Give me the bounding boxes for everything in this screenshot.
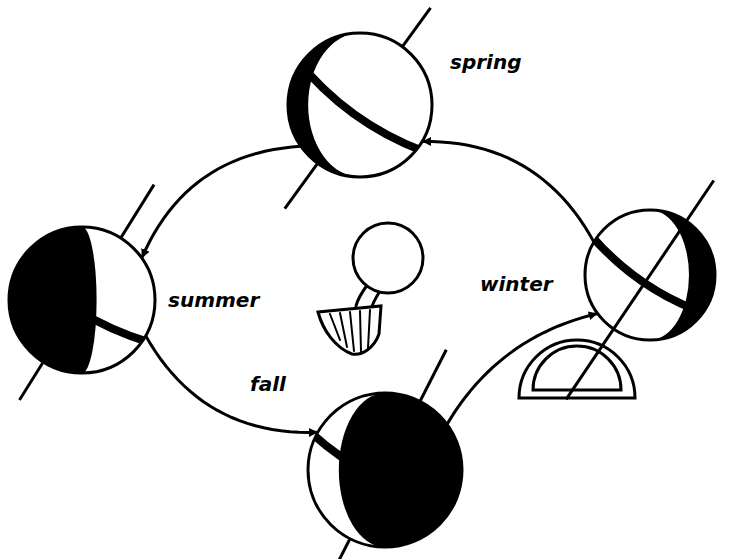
globe-outline (288, 33, 432, 177)
equator-band (310, 432, 461, 509)
orbit-arrow (447, 314, 598, 425)
globe-outline (308, 393, 462, 547)
equator-band (14, 257, 150, 342)
orbit-arrow (422, 141, 594, 242)
globe: summer (9, 227, 155, 373)
night-side (288, 33, 360, 177)
globe-drawing (9, 227, 155, 373)
equator-band (591, 235, 710, 315)
season-label: fall (250, 372, 286, 396)
season-label: winter (480, 272, 553, 296)
night-side (650, 210, 715, 340)
protractor (519, 340, 635, 398)
season-label: summer (168, 288, 259, 312)
globe-drawing (585, 210, 715, 340)
globe-fill (308, 393, 462, 547)
globe: spring (288, 33, 432, 177)
globe-fill (9, 227, 155, 373)
orbit-arrow (146, 336, 318, 433)
globe-fill (288, 33, 432, 177)
globe-drawing (308, 393, 462, 547)
equator-band (296, 58, 424, 151)
lamp (318, 223, 423, 354)
orbit-arrow (142, 146, 301, 258)
globe-drawing (288, 33, 432, 177)
season-label: spring (450, 50, 522, 74)
globe-outline (9, 227, 155, 373)
globe: fall (308, 393, 462, 547)
night-side (9, 227, 97, 373)
globe: winter (585, 210, 715, 340)
globe-outline (585, 210, 715, 340)
